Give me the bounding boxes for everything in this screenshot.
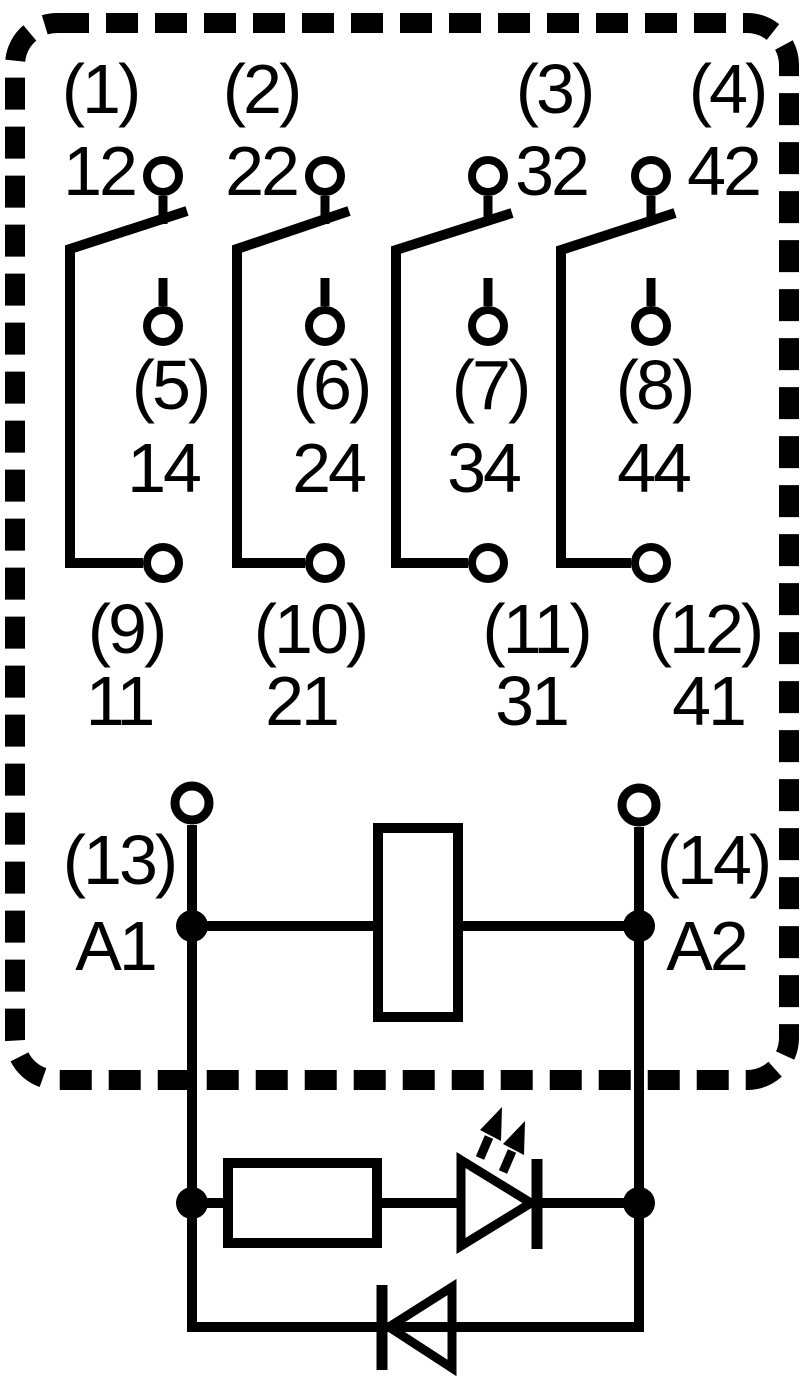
pole3-nc-terminal-circle: [468, 156, 508, 196]
a1-junction-dot: [176, 910, 208, 942]
pole3-nc-terminal-label: 32: [515, 132, 587, 210]
a1-terminal-circle: [170, 781, 214, 825]
resistor-symbol: [223, 1158, 382, 1248]
pole4-nc-terminal-circle: [631, 156, 671, 196]
a1-terminal-label: A1: [75, 907, 155, 985]
pole2-com-terminal-label: 21: [265, 662, 337, 740]
pole1-no-pin-label: (5): [132, 346, 209, 424]
pole1-nc-terminal-circle: [143, 156, 183, 196]
reverse-diode-symbol: [380, 1278, 457, 1377]
a2-junction-dot: [623, 910, 655, 942]
light-emission-arrows-icon: [475, 1107, 525, 1174]
contact-pole-2: (2) 22 (6) 24 (10) 21: [223, 50, 373, 740]
left-module-junction-dot: [176, 1187, 208, 1219]
pole3-movable-arm: [391, 208, 514, 568]
pole1-no-terminal-label: 14: [127, 429, 200, 507]
a1-pin-label: (13): [63, 821, 175, 899]
pole1-com-terminal-label: 11: [86, 662, 153, 740]
contact-pole-4: (4) 42 (8) 44 (12) 41: [556, 50, 768, 740]
pole4-no-terminal-circle: [631, 306, 671, 346]
contact-pole-3: (3) 32 (7) 34 (11) 31: [391, 50, 595, 740]
coil-section: (13) A1 (14) A2: [63, 781, 772, 1332]
pole4-com-terminal-label: 41: [672, 662, 744, 740]
led-arrow2-head: [503, 1121, 525, 1155]
pole4-com-pin-label: (12): [649, 590, 761, 668]
pole4-com-terminal-circle: [631, 543, 671, 583]
pole1-nc-pin-label: (1): [62, 50, 139, 128]
pole2-nc-terminal-label: 22: [225, 132, 297, 210]
contact-pole-1: (1) 12 (5) 14 (9) 11: [62, 50, 212, 740]
coil-symbol: [373, 823, 463, 1022]
pole2-nc-terminal-circle: [305, 156, 345, 196]
coil-outer-loop-wire: [187, 825, 644, 1332]
pole1-movable-arm: [65, 206, 189, 568]
pole1-com-pin-label: (9): [88, 590, 165, 668]
pole2-no-terminal-label: 24: [292, 429, 365, 507]
pole3-no-terminal-label: 34: [447, 429, 520, 507]
led-arrow1-head: [480, 1107, 502, 1141]
pole2-com-pin-label: (10): [254, 590, 366, 668]
a2-terminal-circle: [617, 783, 661, 827]
pole2-no-terminal-circle: [305, 306, 345, 346]
pole2-movable-arm: [232, 206, 351, 568]
pole4-nc-pin-label: (4): [689, 50, 766, 128]
led-indicator-symbol: [456, 1151, 540, 1255]
a2-pin-label: (14): [657, 821, 769, 899]
pole2-nc-pin-label: (2): [223, 50, 300, 128]
pole3-nc-pin-label: (3): [516, 50, 593, 128]
pole1-com-terminal-circle: [143, 543, 183, 583]
pole4-no-terminal-label: 44: [617, 429, 690, 507]
pole1-nc-terminal-label: 12: [63, 132, 135, 210]
pole3-no-pin-label: (7): [452, 346, 529, 424]
led-arrow2-shaft: [498, 1149, 517, 1174]
pole2-no-pin-label: (6): [293, 346, 370, 424]
pole2-com-terminal-circle: [305, 543, 345, 583]
pole3-com-pin-label: (11): [482, 590, 589, 668]
dashed-module-outline: [5, 13, 799, 1090]
a2-terminal-label: A2: [666, 907, 746, 985]
indicator-module: [176, 1107, 655, 1377]
pole4-movable-arm: [556, 208, 677, 568]
pole4-nc-terminal-label: 42: [687, 132, 759, 210]
pole3-no-terminal-circle: [468, 306, 508, 346]
right-module-junction-dot: [623, 1187, 655, 1219]
pole3-com-terminal-label: 31: [495, 662, 567, 740]
pole3-com-terminal-circle: [468, 543, 508, 583]
pole1-no-terminal-circle: [143, 306, 183, 346]
pole4-no-pin-label: (8): [616, 346, 693, 424]
led-arrow1-shaft: [475, 1135, 494, 1160]
